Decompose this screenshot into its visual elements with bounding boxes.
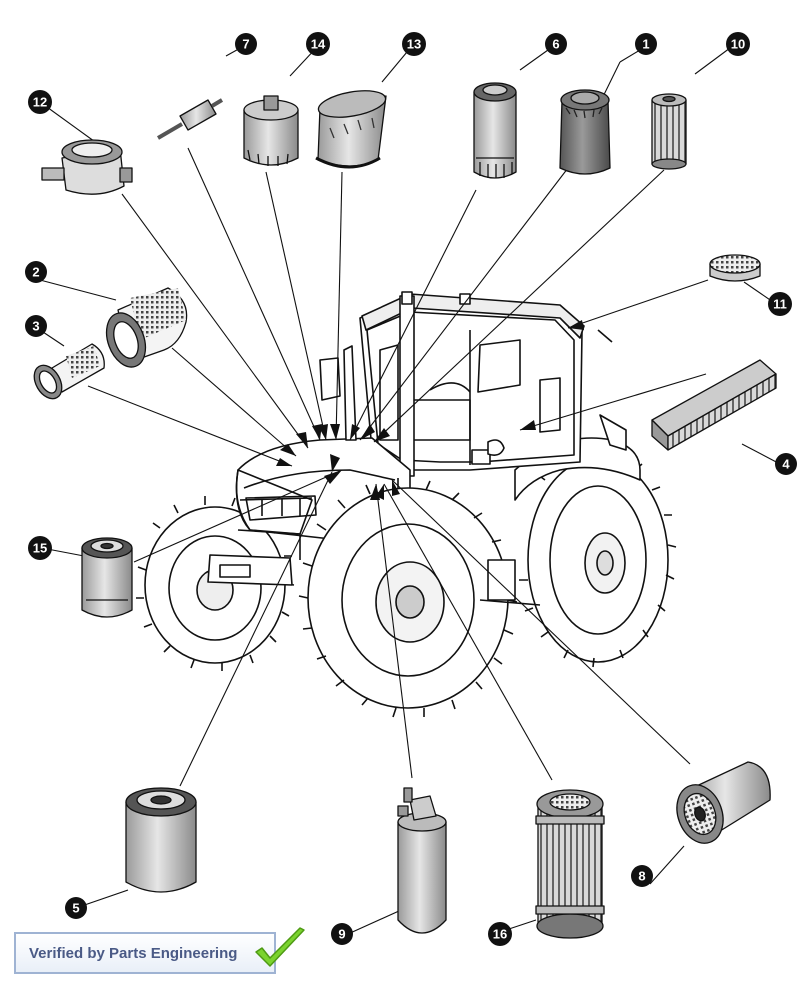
- callout-bubbles: 1 2 3 4 5 6 7 8 9 10 11 12 13 14 15 16: [25, 32, 797, 946]
- rear-right-wheel: [519, 449, 677, 668]
- callout-6: 6: [545, 33, 567, 55]
- part-6-fuel-filter: [473, 82, 517, 179]
- svg-text:5: 5: [72, 901, 79, 916]
- callout-2: 2: [25, 261, 47, 283]
- part-16-hydraulic-cartridge: [535, 789, 605, 939]
- part-10-pilot-filter: [651, 93, 687, 170]
- svg-text:1: 1: [642, 37, 649, 52]
- svg-text:12: 12: [33, 95, 47, 110]
- svg-text:3: 3: [32, 319, 39, 334]
- svg-text:9: 9: [338, 927, 345, 942]
- callout-16: 16: [488, 922, 512, 946]
- svg-text:6: 6: [552, 37, 559, 52]
- callout-14: 14: [306, 32, 330, 56]
- part-7-inline-fuel-filter: [156, 98, 224, 140]
- part-13-oil-filter: [315, 90, 387, 169]
- svg-text:2: 2: [32, 265, 39, 280]
- callout-15: 15: [28, 536, 52, 560]
- front-left-wheel: [136, 496, 295, 671]
- callout-9: 9: [331, 923, 353, 945]
- verified-badge: Verified by Parts Engineering: [14, 932, 276, 974]
- callout-3: 3: [25, 315, 47, 337]
- part-12-fuel-prefilter: [41, 139, 133, 195]
- part-3-air-filter-inner: [33, 343, 105, 400]
- part-1-hydraulic-filter: [559, 89, 611, 175]
- check-icon: [255, 927, 305, 967]
- part-15-fuel-filter: [81, 537, 133, 618]
- arrow-heads: [276, 320, 584, 500]
- svg-text:15: 15: [33, 541, 47, 556]
- callout-4: 4: [775, 453, 797, 475]
- svg-text:13: 13: [407, 37, 421, 52]
- callout-1: 1: [635, 33, 657, 55]
- leader-lines: [39, 45, 781, 935]
- verified-badge-text: Verified by Parts Engineering: [29, 944, 238, 962]
- svg-text:14: 14: [311, 37, 326, 52]
- callout-12: 12: [28, 90, 52, 114]
- part-11-cab-breather: [709, 254, 761, 282]
- svg-text:11: 11: [773, 297, 787, 312]
- svg-text:8: 8: [638, 869, 645, 884]
- part-9-water-separator: [397, 787, 447, 934]
- svg-text:7: 7: [242, 37, 249, 52]
- part-2-air-filter-outer: [105, 287, 188, 368]
- callout-7: 7: [235, 33, 257, 55]
- callout-8: 8: [631, 865, 653, 887]
- callout-13: 13: [402, 32, 426, 56]
- callout-10: 10: [726, 32, 750, 56]
- callout-5: 5: [65, 897, 87, 919]
- callout-11: 11: [768, 292, 792, 316]
- svg-text:4: 4: [782, 457, 790, 472]
- svg-text:10: 10: [731, 37, 745, 52]
- part-8-transmission-filter: [676, 761, 771, 844]
- tractor-illustration: [136, 291, 677, 718]
- part-5-engine-oil-filter: [125, 787, 197, 893]
- svg-text:16: 16: [493, 927, 507, 942]
- part-14-fuel-filter: [243, 95, 299, 166]
- part-4-cabin-air-filter: [651, 359, 777, 451]
